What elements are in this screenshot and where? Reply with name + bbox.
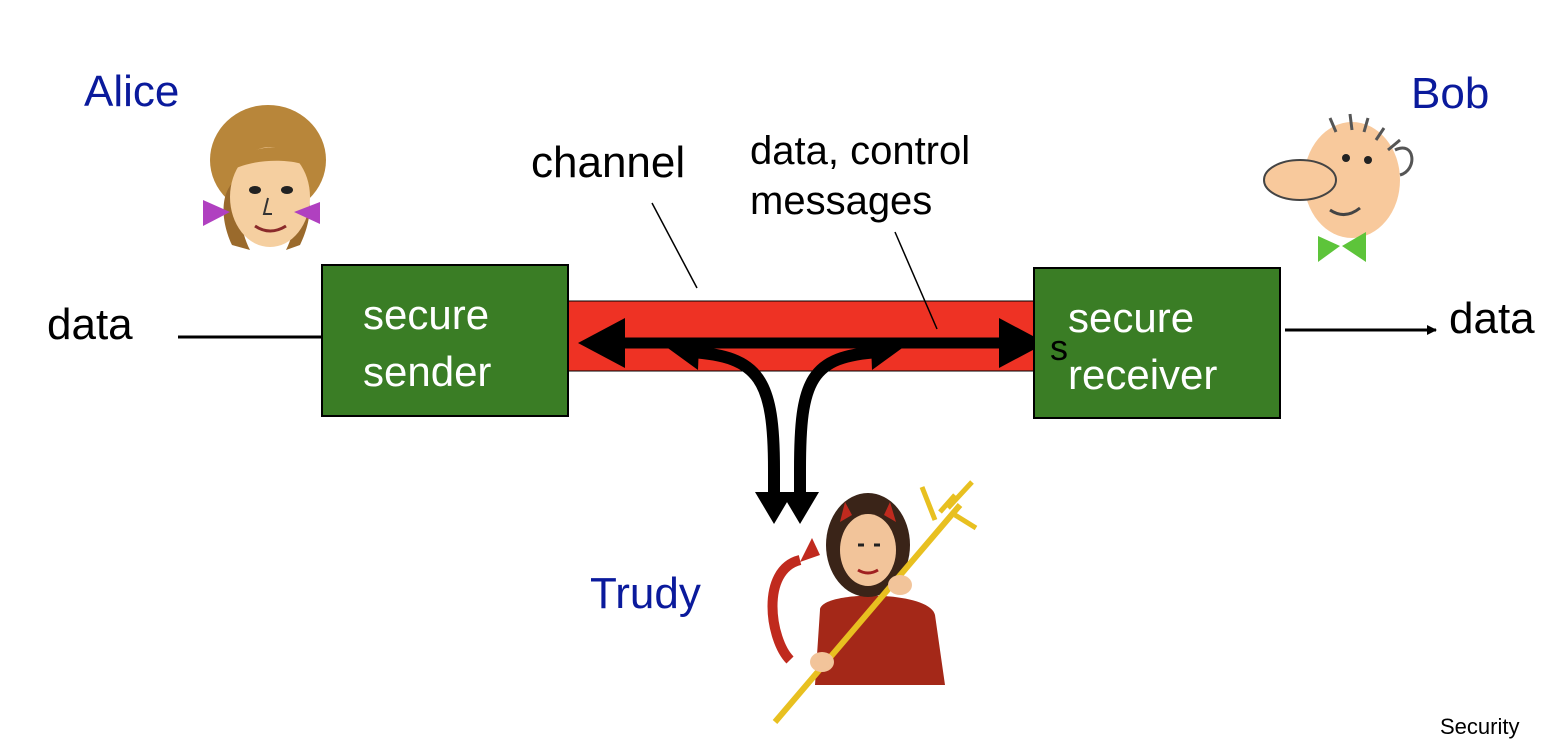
eavesdrop-arrows [689, 346, 881, 496]
data-out-label: data [1449, 294, 1535, 343]
stray-s-label: s [1050, 327, 1068, 368]
receiver-line2: receiver [1068, 351, 1218, 398]
trudy-label: Trudy [590, 569, 701, 618]
secure-receiver-box: secure receiver [1033, 267, 1281, 419]
branch-head-right [871, 344, 905, 370]
branch-head-left [665, 344, 699, 370]
channel-pointer-line [651, 202, 698, 289]
data-in-label: data [47, 300, 133, 349]
bidirectional-arrow [578, 318, 1046, 368]
messages-label-line1: data, control [750, 129, 971, 173]
messages-pointer-line [894, 231, 938, 330]
alice-label: Alice [84, 67, 180, 116]
eavesdrop-arrowhead-right [781, 492, 819, 524]
secure-sender-box: secure sender [321, 264, 569, 417]
sender-line1: secure [363, 291, 490, 338]
eavesdrop-arrowhead-left [755, 492, 793, 524]
trudy-devil-icon [767, 480, 978, 724]
sender-line2: sender [363, 348, 492, 395]
bob-cartoon-icon [1263, 113, 1414, 262]
receiver-line1: secure [1068, 294, 1195, 341]
bob-label: Bob [1411, 69, 1490, 118]
messages-label-line2: messages [750, 179, 933, 223]
footer-label: Security [1440, 714, 1520, 739]
channel-label: channel [531, 138, 686, 187]
alice-cartoon-icon [203, 105, 326, 250]
channel-bar [567, 300, 1035, 372]
